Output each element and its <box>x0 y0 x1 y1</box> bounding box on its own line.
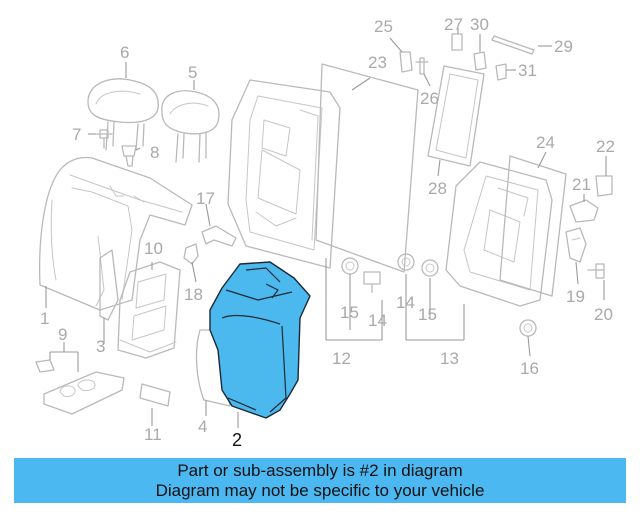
callout-9: 9 <box>58 325 67 344</box>
seat-back-panel-23 <box>315 63 419 273</box>
callout-28: 28 <box>428 179 447 198</box>
callout-22: 22 <box>596 137 615 156</box>
armrest-10 <box>117 261 181 359</box>
fasteners-left <box>341 257 381 293</box>
seat-frame-right <box>445 161 553 307</box>
callout-8: 8 <box>150 143 159 162</box>
grommet-16 <box>519 319 537 337</box>
trim-3 <box>99 249 119 321</box>
callout-27: 27 <box>444 15 463 34</box>
callout-10: 10 <box>144 239 163 258</box>
part-2-shape[interactable] <box>209 261 311 419</box>
callout-12: 12 <box>332 349 351 368</box>
info-banner: Part or sub-assembly is #2 in diagram Di… <box>14 458 626 503</box>
callout-21: 21 <box>572 175 591 194</box>
callout-14b: 14 <box>396 293 415 312</box>
callout-17: 17 <box>196 189 215 208</box>
clip-30 <box>473 51 487 71</box>
fasteners-right <box>397 253 439 277</box>
banner-line-2: Diagram may not be specific to your vehi… <box>155 480 485 500</box>
clip-22 <box>595 175 613 197</box>
callout-1: 1 <box>40 309 49 328</box>
callout-3: 3 <box>96 337 105 356</box>
pin-7 <box>95 129 113 149</box>
clip-25 <box>399 51 413 73</box>
callout-18: 18 <box>184 285 203 304</box>
callout-31: 31 <box>518 61 537 80</box>
callout-20: 20 <box>594 305 613 324</box>
callout-26: 26 <box>420 89 439 108</box>
seat-back-1 <box>39 156 193 311</box>
callout-15a: 15 <box>340 303 359 322</box>
bracket-17 <box>201 225 237 247</box>
handle-11 <box>139 383 171 407</box>
panel-28 <box>427 65 485 167</box>
callout-5: 5 <box>188 63 197 82</box>
clip-8 <box>121 145 137 167</box>
seat-frame-center <box>227 79 341 269</box>
callout-7: 7 <box>72 125 81 144</box>
bracket-21 <box>569 199 599 223</box>
parts-diagram: 6 5 7 8 1 3 10 9 11 4 2 17 18 23 25 26 2… <box>35 15 615 450</box>
callout-23: 23 <box>368 53 387 72</box>
seat-back-4 <box>195 329 231 407</box>
callout-6: 6 <box>120 43 129 62</box>
callout-2: 2 <box>232 430 242 450</box>
headrest-5 <box>161 90 220 163</box>
bracket-18 <box>183 243 199 265</box>
cap-27 <box>451 33 463 51</box>
leader-lines <box>45 28 607 428</box>
callout-labels: 6 5 7 8 1 3 10 9 11 4 2 17 18 23 25 26 2… <box>40 15 615 450</box>
cupholder-9 <box>35 359 125 415</box>
latch-19 <box>565 227 587 263</box>
callout-25: 25 <box>374 17 393 36</box>
banner-line-1: Part or sub-assembly is #2 in diagram <box>177 460 463 480</box>
callout-13: 13 <box>440 349 459 368</box>
headrest-6 <box>87 78 159 151</box>
screw-26 <box>415 57 429 75</box>
bolt-20 <box>587 263 605 279</box>
callout-14a: 14 <box>368 311 387 330</box>
callout-16: 16 <box>520 359 539 378</box>
callout-30: 30 <box>470 15 489 34</box>
part-2-highlighted[interactable] <box>209 261 311 419</box>
seat-back-panel-24 <box>499 155 567 297</box>
callout-15b: 15 <box>418 305 437 324</box>
callout-24: 24 <box>536 133 555 152</box>
callout-11: 11 <box>144 425 162 444</box>
callout-4: 4 <box>198 417 207 436</box>
rod-29 <box>491 35 535 55</box>
clip-31 <box>495 63 507 81</box>
callout-29: 29 <box>554 37 573 56</box>
callout-19: 19 <box>566 287 585 306</box>
